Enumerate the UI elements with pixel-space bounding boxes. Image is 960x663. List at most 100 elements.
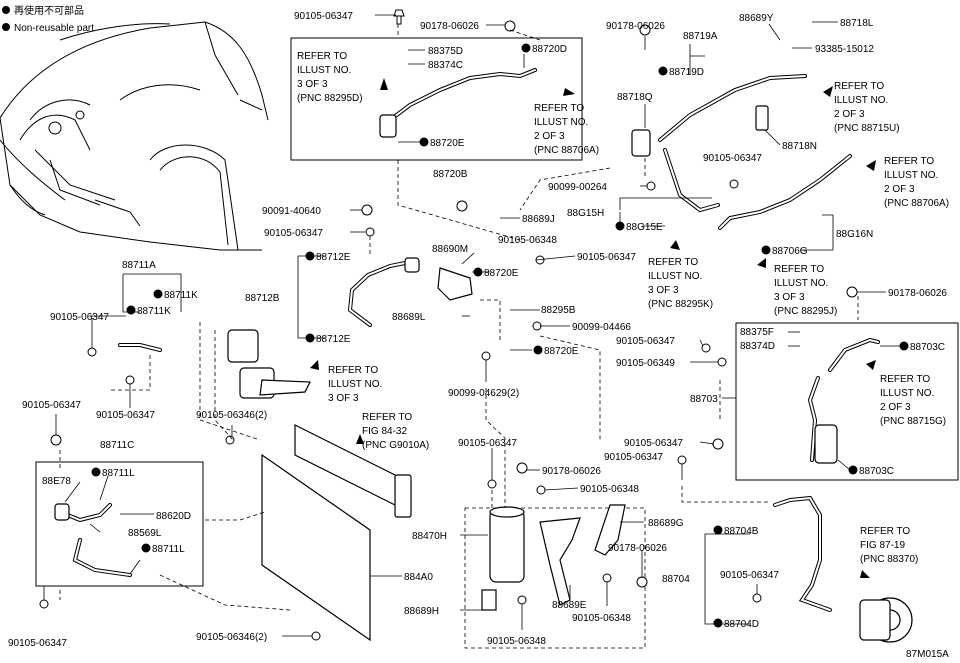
part-label: 88720D [532, 44, 567, 55]
reference-line: (PNC 88295J) [774, 306, 837, 317]
part-label: 88711K [164, 290, 198, 301]
non-reusable-marker-icon [305, 333, 315, 343]
reference-line: (PNC 88295K) [648, 299, 713, 310]
non-reusable-marker-icon [521, 43, 531, 53]
non-reusable-marker-icon [713, 618, 723, 628]
reference-note-88706a-top: REFER TO ILLUST NO. 2 OF 3 (PNC 88706A) [534, 103, 599, 156]
non-reusable-marker-icon [615, 221, 625, 231]
box-88703 [735, 322, 959, 481]
part-label: 90105-06347 [720, 570, 779, 581]
reference-line: REFER TO [648, 257, 698, 268]
part-label: 88719D [669, 67, 704, 78]
condenser-884a0 [261, 424, 412, 642]
part-label: 90105-06347 [458, 438, 517, 449]
part-label: 90178-06026 [420, 21, 479, 32]
part-label: 90105-06347 [624, 438, 683, 449]
part-label: 88712E [316, 252, 351, 263]
reference-line: 2 OF 3 [834, 109, 865, 120]
reference-line: REFER TO [860, 526, 910, 537]
part-label: 88703C [910, 342, 945, 353]
non-reusable-marker-icon [153, 289, 163, 299]
part-label: 88374C [428, 60, 463, 71]
bracket-88689g [594, 504, 626, 556]
part-label: 88374D [740, 341, 775, 352]
part-label: 88711L [152, 544, 185, 555]
part-label: 88704B [724, 526, 759, 537]
reference-line: REFER TO [362, 412, 412, 423]
reference-line: 3 OF 3 [297, 79, 328, 90]
non-reusable-marker-icon [419, 137, 429, 147]
part-label: 90105-06347 [294, 11, 353, 22]
part-label: 88703C [859, 466, 894, 477]
part-label: 88690M [432, 244, 468, 255]
part-label: 88720E [484, 268, 519, 279]
part-label: 90178-06026 [608, 543, 667, 554]
part-label: 88704D [724, 619, 759, 630]
part-label: 90105-06347 [616, 336, 675, 347]
part-label: 90105-06348 [580, 484, 639, 495]
arrows [310, 78, 876, 578]
non-reusable-marker-icon [533, 345, 543, 355]
car-front-illustration [0, 21, 269, 251]
part-label: 88711K [137, 306, 171, 317]
arrow-icon [866, 160, 876, 171]
part-label: 90105-06347 [604, 452, 663, 463]
reference-line: REFER TO [834, 81, 884, 92]
pipe-88703 [807, 337, 880, 464]
part-label: 88689E [552, 600, 587, 611]
non-reusable-marker-icon [91, 467, 101, 477]
legend-text-english: Non-reusable part [14, 23, 94, 34]
part-label: 90105-06347 [96, 410, 155, 421]
part-label: 88720E [544, 346, 579, 357]
non-reusable-marker-icon [848, 465, 858, 475]
reference-line: ILLUST NO. [774, 278, 828, 289]
part-label: 90105-06349 [616, 358, 675, 369]
part-label: 90178-06026 [606, 21, 665, 32]
pipe-88718n [631, 74, 807, 213]
non-reusable-marker-icon [899, 341, 909, 351]
part-label: 90105-06348 [498, 235, 557, 246]
reference-note-illust-3: REFER TO ILLUST NO. 3 OF 3 [328, 365, 382, 404]
part-label: 88295B [541, 305, 576, 316]
reference-note-88295j: REFER TO ILLUST NO. 3 OF 3 (PNC 88295J) [774, 264, 837, 317]
non-reusable-marker-icon [658, 66, 668, 76]
part-label: 88689H [404, 606, 439, 617]
illustration-code: 87M015A [906, 649, 949, 660]
legend-marker-icon [2, 23, 10, 31]
reference-note-88295d: REFER TO ILLUST NO. 3 OF 3 (PNC 88295D) [297, 51, 363, 104]
reference-note-88295k: REFER TO ILLUST NO. 3 OF 3 (PNC 88295K) [648, 257, 713, 310]
reference-line: ILLUST NO. [534, 117, 588, 128]
reference-line: 3 OF 3 [648, 285, 679, 296]
part-label: 88G15E [626, 222, 663, 233]
part-label: 90099-04466 [572, 322, 631, 333]
non-reusable-marker-icon [141, 543, 151, 553]
pipe-88720b [379, 68, 537, 138]
part-label: 88703 [690, 394, 718, 405]
pipe-88711c [54, 503, 132, 577]
part-label: 88689G [648, 518, 684, 529]
arrow-icon [823, 86, 833, 97]
part-label: 90099-00264 [548, 182, 607, 193]
legend: 再使用不可部品 Non-reusable part [2, 4, 94, 34]
part-label: 88720E [430, 138, 465, 149]
reference-line: REFER TO [774, 264, 824, 275]
part-label: 88689Y [739, 13, 774, 24]
part-label: 88718L [840, 18, 874, 29]
part-label: 88718N [782, 141, 817, 152]
part-label: 88712E [316, 334, 351, 345]
reference-line: (PNC 88715U) [834, 123, 900, 134]
part-label: 90105-06348 [487, 636, 546, 647]
reference-line: 3 OF 3 [774, 292, 805, 303]
box-88470h-region [464, 507, 646, 649]
part-label: 88620D [156, 511, 191, 522]
bracket-88689e [539, 517, 581, 606]
part-label: 90105-06347 [50, 312, 109, 323]
part-label: 90105-06348 [572, 613, 631, 624]
part-label: 88704 [662, 574, 690, 585]
reference-line: ILLUST NO. [328, 379, 382, 390]
reference-line: REFER TO [297, 51, 347, 62]
part-label: 88712B [245, 293, 280, 304]
part-label: 88689J [522, 214, 555, 225]
hose-88712b [347, 257, 420, 327]
arrow-icon [670, 240, 680, 250]
